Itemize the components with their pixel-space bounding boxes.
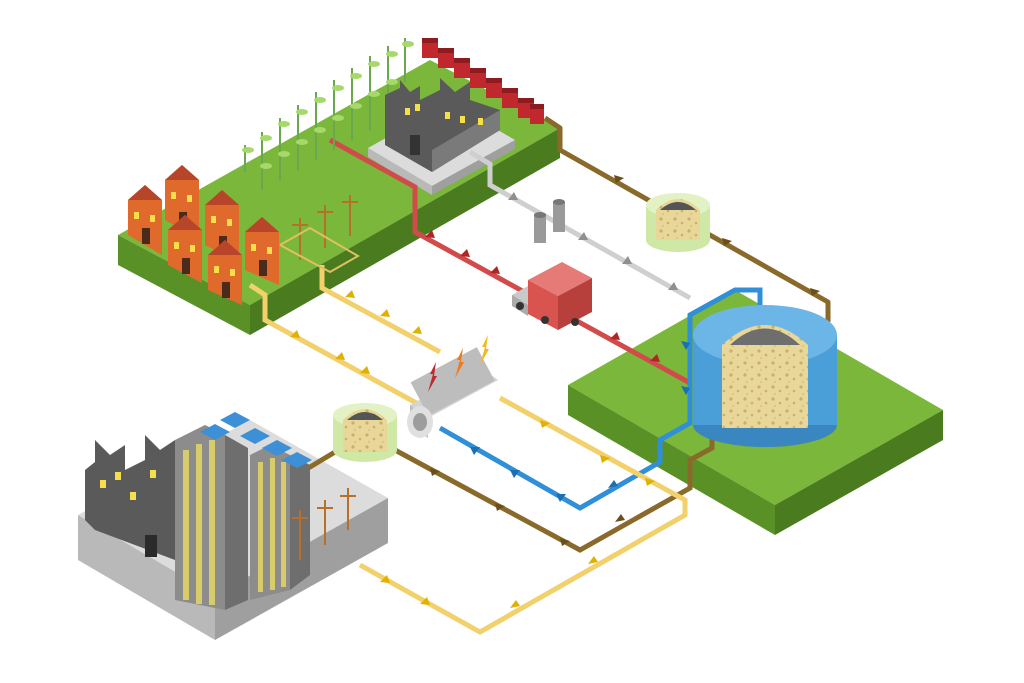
flow-grey-exhaust — [468, 149, 692, 301]
chimney-icon — [534, 199, 565, 243]
factory-icon — [385, 78, 500, 172]
small-storage-tank-top — [646, 193, 710, 252]
factory-top-plate-left — [368, 148, 432, 195]
city-power-poles — [292, 488, 356, 560]
digester-plate-right — [775, 410, 943, 535]
farm-plate-right — [250, 128, 560, 335]
lightning-bolts — [428, 335, 489, 392]
farm-plate-left — [118, 235, 250, 335]
tower-rooftops — [200, 412, 312, 468]
farm-power-poles — [279, 195, 360, 274]
village-houses — [128, 165, 279, 305]
livestock-barns — [422, 38, 544, 124]
city-icon — [85, 412, 356, 610]
city-factory — [85, 435, 175, 560]
corn-leaves — [242, 41, 414, 169]
flow-brown-top — [543, 115, 831, 322]
generator-icon — [407, 335, 498, 438]
city-towers — [175, 412, 312, 610]
small-storage-tank-left — [333, 403, 397, 462]
barn-roofs — [422, 38, 544, 109]
house-3 — [168, 215, 202, 283]
house-1 — [128, 185, 162, 255]
flow-yellow-power — [248, 265, 688, 635]
house-6 — [245, 217, 279, 285]
tower-windows — [183, 440, 286, 605]
digester-tank-icon — [693, 305, 837, 447]
crop-field — [242, 38, 414, 190]
digester-plate-left — [568, 385, 775, 535]
house-5 — [208, 240, 242, 305]
city-plate-left — [78, 515, 215, 640]
factory-top-plate-right — [432, 140, 515, 195]
truck-icon — [512, 262, 592, 330]
flow-blue-gas — [438, 287, 763, 511]
